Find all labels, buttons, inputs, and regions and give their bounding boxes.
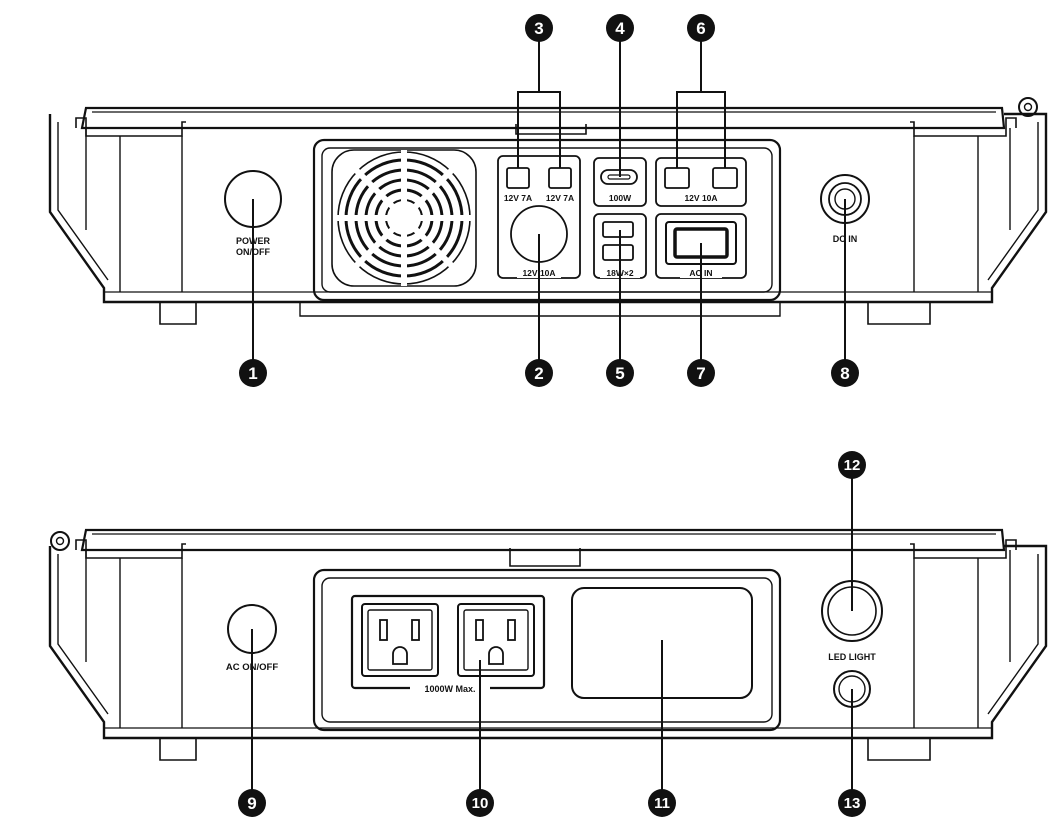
callouts: 3 4 6 1 2 5 7 8 12 9 10 11 13 [238, 14, 866, 817]
callout-9: 9 [238, 789, 266, 817]
callout-2: 2 [525, 359, 553, 387]
callout-6-number: 6 [696, 19, 705, 38]
callout-13: 13 [838, 789, 866, 817]
callout-2-number: 2 [534, 364, 543, 383]
callout-11-number: 11 [654, 795, 670, 812]
callout-12: 12 [838, 451, 866, 479]
usb-c-label: 100W [609, 193, 632, 203]
cooling-fan-icon [331, 149, 477, 287]
callout-10-number: 10 [472, 795, 489, 812]
callout-5: 5 [606, 359, 634, 387]
callout-3: 3 [525, 14, 553, 42]
outlets-label: 1000W Max. [424, 684, 475, 694]
usb-a-port-top[interactable] [602, 221, 634, 238]
front-panel: 12V 7A 12V 7A 12V 10A 100W 18W×2 12V 10A… [48, 97, 1048, 325]
callout-4-number: 4 [615, 19, 625, 38]
callout-7: 7 [687, 359, 715, 387]
callout-13-number: 13 [844, 795, 861, 812]
callout-8-number: 8 [840, 364, 849, 383]
led-light-label: LED LIGHT [828, 652, 876, 662]
callout-10: 10 [466, 789, 494, 817]
ac-outlet-right[interactable] [457, 603, 535, 677]
callout-1: 1 [239, 359, 267, 387]
dc-10a-port-left[interactable] [664, 167, 690, 189]
callout-5-number: 5 [615, 364, 624, 383]
dc-10a-port-right[interactable] [712, 167, 738, 189]
callout-9-number: 9 [247, 794, 256, 813]
callout-8: 8 [831, 359, 859, 387]
rear-panel: 1000W Max. AC ON/OFF LED LIGHT [48, 528, 1048, 761]
dc-port-right-label: 12V 7A [546, 193, 574, 203]
dc-port-left-label: 12V 7A [504, 193, 532, 203]
dc-10a-label: 12V 10A [684, 193, 717, 203]
rear-leader-lines [251, 478, 853, 790]
front-leader-lines [252, 40, 846, 360]
callout-7-number: 7 [696, 364, 705, 383]
ac-outlet-left[interactable] [361, 603, 439, 677]
callout-12-number: 12 [844, 457, 861, 474]
callout-11: 11 [648, 789, 676, 817]
callout-4: 4 [606, 14, 634, 42]
callout-1-number: 1 [248, 364, 257, 383]
dc-port-right[interactable] [548, 167, 572, 189]
callout-6: 6 [687, 14, 715, 42]
usb-a-port-bottom[interactable] [602, 244, 634, 261]
callout-3-number: 3 [534, 19, 543, 38]
dc-port-left[interactable] [506, 167, 530, 189]
